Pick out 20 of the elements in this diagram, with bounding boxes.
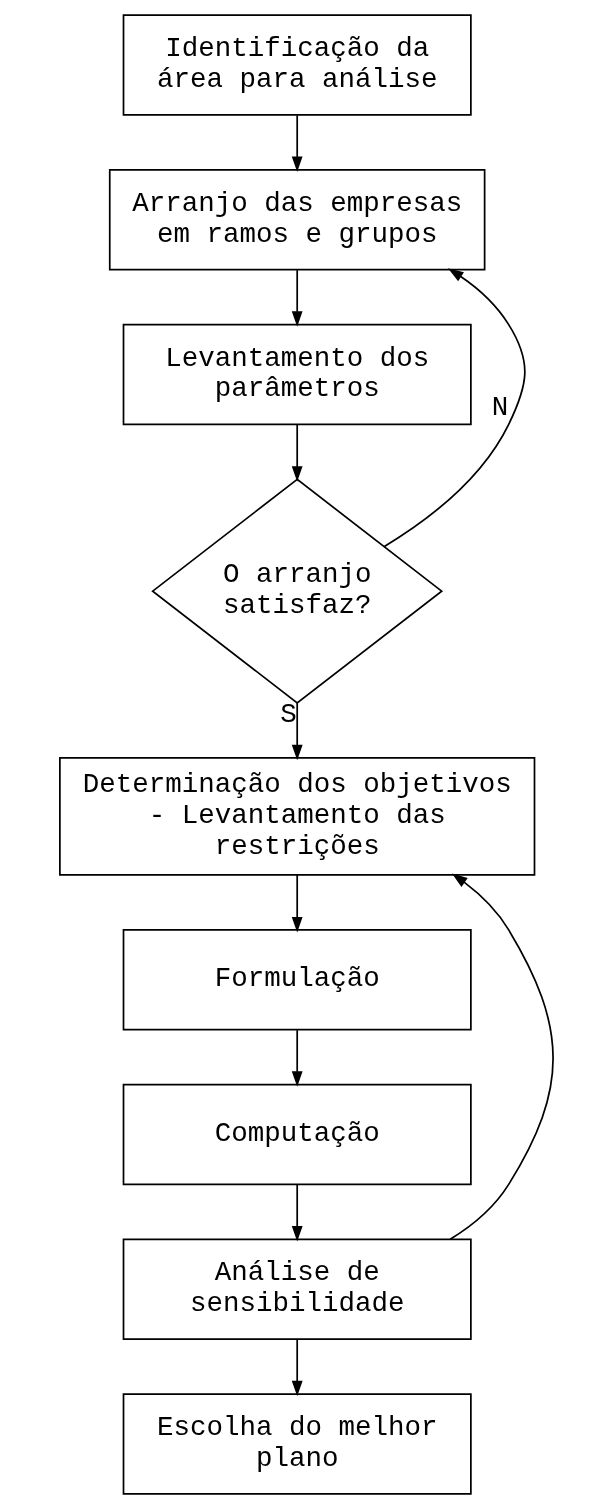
- node-box: Computação: [122, 1083, 472, 1186]
- node-box: Formulação: [122, 929, 472, 1031]
- node-box: Escolha do melhor plano: [122, 1393, 472, 1495]
- arrow: [291, 114, 303, 172]
- node-box: Arranjo das empresas em ramos e grupos: [108, 168, 485, 271]
- node-box: Identificação da área para análise: [122, 14, 472, 116]
- node-diamond: O arranjo satisfaz?: [150, 478, 443, 704]
- arrow: [291, 269, 303, 327]
- node-box: Levantamento dos parâmetros: [122, 323, 472, 426]
- arrow: [291, 1338, 303, 1397]
- arrow: [291, 423, 303, 482]
- arrow: [291, 702, 303, 761]
- arrow: [291, 874, 303, 933]
- node-box: Análise de sensibilidade: [122, 1238, 472, 1341]
- node-box: Determinação dos objetivos - Levantamento das restrições: [58, 757, 535, 876]
- edge-label: N: [491, 392, 508, 424]
- arrow: [291, 1184, 303, 1242]
- arrow: [448, 873, 554, 1241]
- arrow: [291, 1029, 303, 1087]
- arrow: [383, 268, 526, 548]
